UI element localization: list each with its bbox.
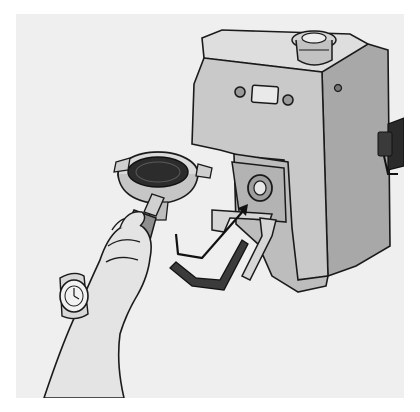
illustration-frame — [16, 14, 404, 398]
wrist-watch-icon — [60, 273, 88, 318]
hopper-knob-icon — [292, 31, 336, 65]
hand-holding-portafilter — [44, 212, 151, 398]
grinder-machine — [192, 30, 404, 292]
illustration-canvas — [16, 14, 404, 398]
hex-key-icon — [170, 240, 248, 290]
side-switch-icon — [335, 85, 342, 92]
machine-side-face — [322, 44, 390, 276]
arm — [44, 224, 151, 398]
display-window — [251, 85, 278, 104]
right-control-button — [283, 95, 293, 105]
left-control-button — [235, 87, 245, 97]
